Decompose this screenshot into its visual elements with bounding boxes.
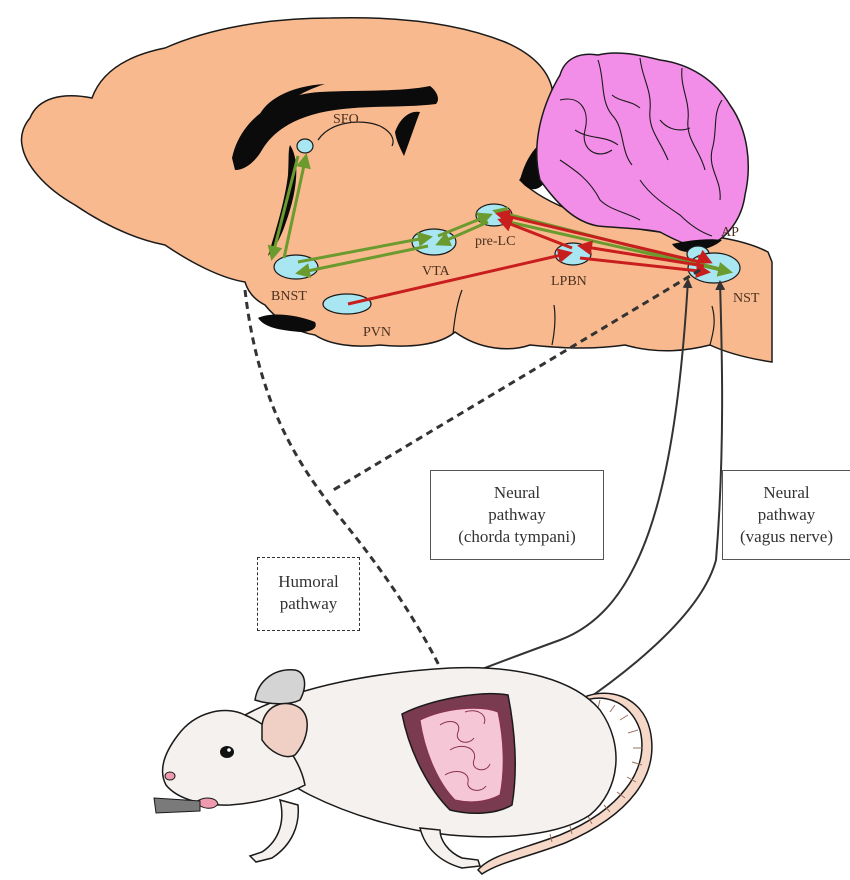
- humoral-line-1: Humoral: [258, 571, 359, 593]
- mouse-nose: [165, 772, 175, 780]
- label-bnst: BNST: [271, 289, 307, 304]
- chorda-line-3: (chorda tympani): [431, 526, 603, 548]
- humoral-dashed-left: [245, 290, 455, 700]
- chorda-tympani-pathway-box: Neural pathway (chorda tympani): [430, 470, 604, 560]
- mouse: [154, 668, 652, 874]
- label-ap: AP: [721, 225, 739, 240]
- feeding-tube: [154, 798, 200, 813]
- label-sfo: SFO: [333, 112, 359, 127]
- mouse-front-ear: [262, 703, 307, 756]
- humoral-line-2: pathway: [258, 593, 359, 615]
- nucleus-sfo: [297, 139, 313, 153]
- vagus-line-2: pathway: [723, 504, 850, 526]
- label-lpbn: LPBN: [551, 274, 587, 289]
- mouse-eye: [220, 746, 234, 758]
- label-pre-lc: pre-LC: [475, 234, 515, 249]
- vagus-line-1: Neural: [723, 482, 850, 504]
- humoral-pathway-box: Humoral pathway: [257, 557, 360, 631]
- label-nst: NST: [733, 291, 760, 306]
- mouse-eye-highlight: [227, 748, 231, 752]
- chorda-line-2: pathway: [431, 504, 603, 526]
- mouse-front-leg: [250, 800, 298, 862]
- label-vta: VTA: [422, 264, 451, 279]
- nucleus-pvn: [323, 294, 371, 314]
- chorda-line-1: Neural: [431, 482, 603, 504]
- mouse-back-ear: [255, 670, 305, 704]
- label-pvn: PVN: [363, 325, 391, 340]
- vagus-nerve-pathway-box: Neural pathway (vagus nerve): [722, 470, 850, 560]
- vagus-line-3: (vagus nerve): [723, 526, 850, 548]
